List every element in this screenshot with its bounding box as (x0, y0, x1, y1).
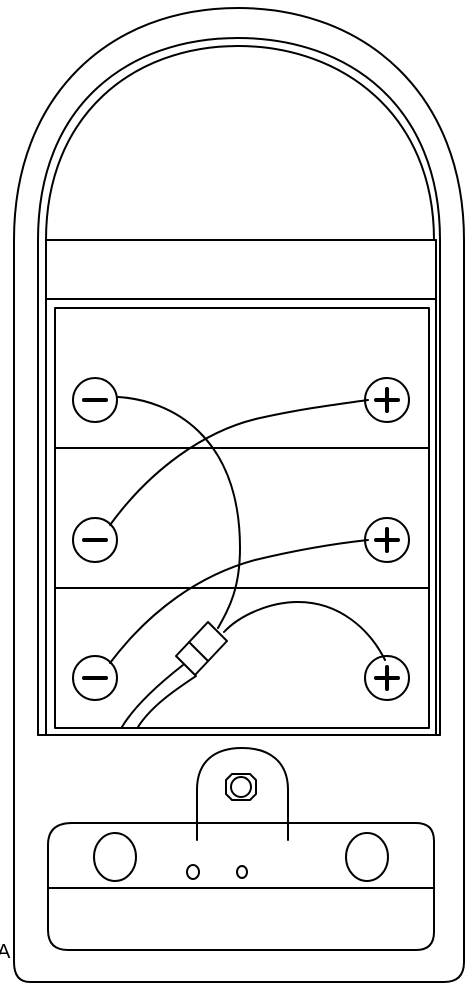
inner-arch-outer (38, 38, 440, 240)
wire-to-positive-bottom (224, 602, 385, 660)
wire-negative-top (118, 397, 240, 628)
negative-terminal-top (73, 378, 117, 422)
inner-arch-inner (46, 46, 434, 240)
indicator-hole-left (187, 865, 199, 879)
lead-b (138, 676, 196, 727)
battery-compartment (55, 308, 429, 728)
positive-terminal-middle (365, 518, 409, 562)
negative-terminal-bottom (73, 656, 117, 700)
mount-hole-right (346, 833, 388, 881)
negative-terminal-middle (73, 518, 117, 562)
positive-terminal-bottom (365, 656, 409, 700)
mounting-tab (197, 748, 288, 840)
inline-connector (176, 622, 227, 675)
edge-label: A (0, 941, 11, 963)
mount-hole-left (94, 833, 136, 881)
lead-a (122, 665, 183, 727)
indicator-hole-right (237, 866, 247, 878)
wire-positive-top (110, 400, 368, 525)
outer-case (14, 8, 464, 982)
wire-positive-middle (110, 540, 368, 663)
positive-terminal-top (365, 378, 409, 422)
bottom-panel (48, 823, 434, 950)
